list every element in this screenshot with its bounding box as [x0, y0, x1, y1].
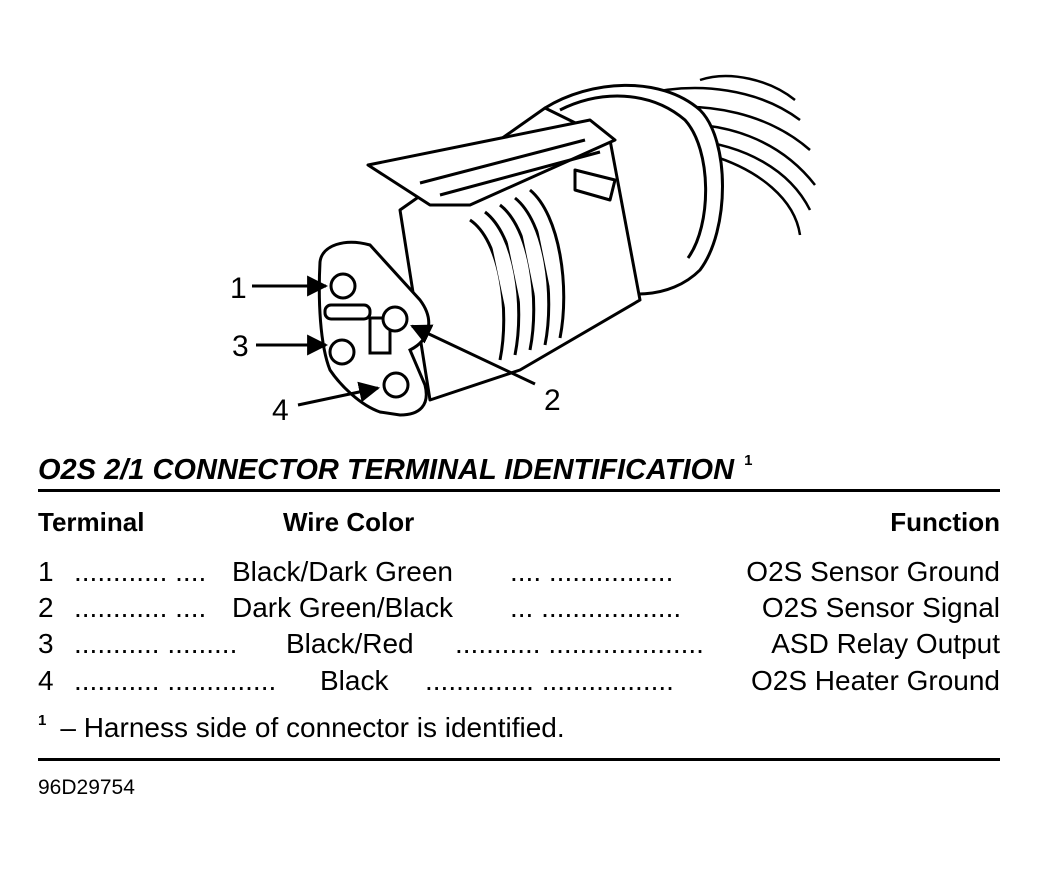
- bottom-divider: [38, 758, 1000, 761]
- table-title: O2S 2/1 CONNECTOR TERMINAL IDENTIFICATIO…: [38, 452, 752, 487]
- terminal-cavity-1: [329, 272, 357, 300]
- row-terminal: 2: [38, 592, 54, 623]
- row-terminal: 3: [38, 628, 54, 659]
- connector-face: [317, 240, 431, 417]
- connector-body: [366, 83, 724, 402]
- row-wire-color: Black/Dark Green: [232, 556, 453, 587]
- table-row: 4 ........... .............. Black .....…: [0, 665, 1038, 701]
- table-row: 1 ............ .... Black/Dark Green ...…: [0, 556, 1038, 592]
- column-header-function: Function: [890, 507, 1000, 537]
- row-function: O2S Sensor Signal: [761, 592, 1000, 623]
- row-leader-dots: ........... ..............: [74, 665, 277, 696]
- table-title-text: O2S 2/1 CONNECTOR TERMINAL IDENTIFICATIO…: [38, 454, 735, 486]
- row-wire-color: Black: [320, 665, 389, 696]
- callout-4: 4: [272, 394, 289, 427]
- footnote: 1 – Harness side of connector is identifi…: [38, 712, 565, 744]
- callout-1: 1: [230, 272, 247, 305]
- callouts: [252, 275, 536, 407]
- title-divider: [38, 489, 1000, 492]
- row-wire-color: Dark Green/Black: [232, 592, 453, 623]
- row-function: O2S Heater Ground: [750, 665, 1000, 696]
- footnote-marker: 1: [38, 712, 47, 729]
- row-function: O2S Sensor Ground: [746, 556, 1000, 587]
- row-trailer-dots: .... ................: [510, 556, 674, 587]
- column-header-wire-color: Wire Color: [283, 507, 415, 537]
- footnote-text: – Harness side of connector is identifie…: [60, 712, 565, 743]
- title-footnote-marker: 1: [744, 452, 753, 469]
- row-trailer-dots: ........... ....................: [455, 628, 704, 659]
- figure-code: 96D29754: [38, 776, 135, 799]
- terminal-cavity-3: [328, 338, 356, 366]
- callout-2: 2: [544, 384, 561, 417]
- row-leader-dots: ............ ....: [74, 592, 207, 623]
- row-terminal: 1: [38, 556, 54, 587]
- table-row: 2 ............ .... Dark Green/Black ...…: [0, 592, 1038, 628]
- terminal-cavity-2: [381, 305, 409, 333]
- terminal-cavity-4: [382, 371, 410, 399]
- callout-3: 3: [232, 330, 249, 363]
- row-leader-dots: ............ ....: [74, 556, 207, 587]
- table-row: 3 ........... ......... Black/Red ......…: [0, 628, 1038, 664]
- column-header-terminal: Terminal: [38, 507, 145, 537]
- row-trailer-dots: ... ..................: [510, 592, 682, 623]
- row-terminal: 4: [38, 665, 54, 696]
- row-wire-color: Black/Red: [286, 628, 414, 659]
- row-leader-dots: ........... .........: [74, 628, 238, 659]
- connector-diagram: 1 3 4 2: [230, 74, 816, 427]
- row-trailer-dots: .............. .................: [425, 665, 674, 696]
- row-function: ASD Relay Output: [771, 628, 1000, 659]
